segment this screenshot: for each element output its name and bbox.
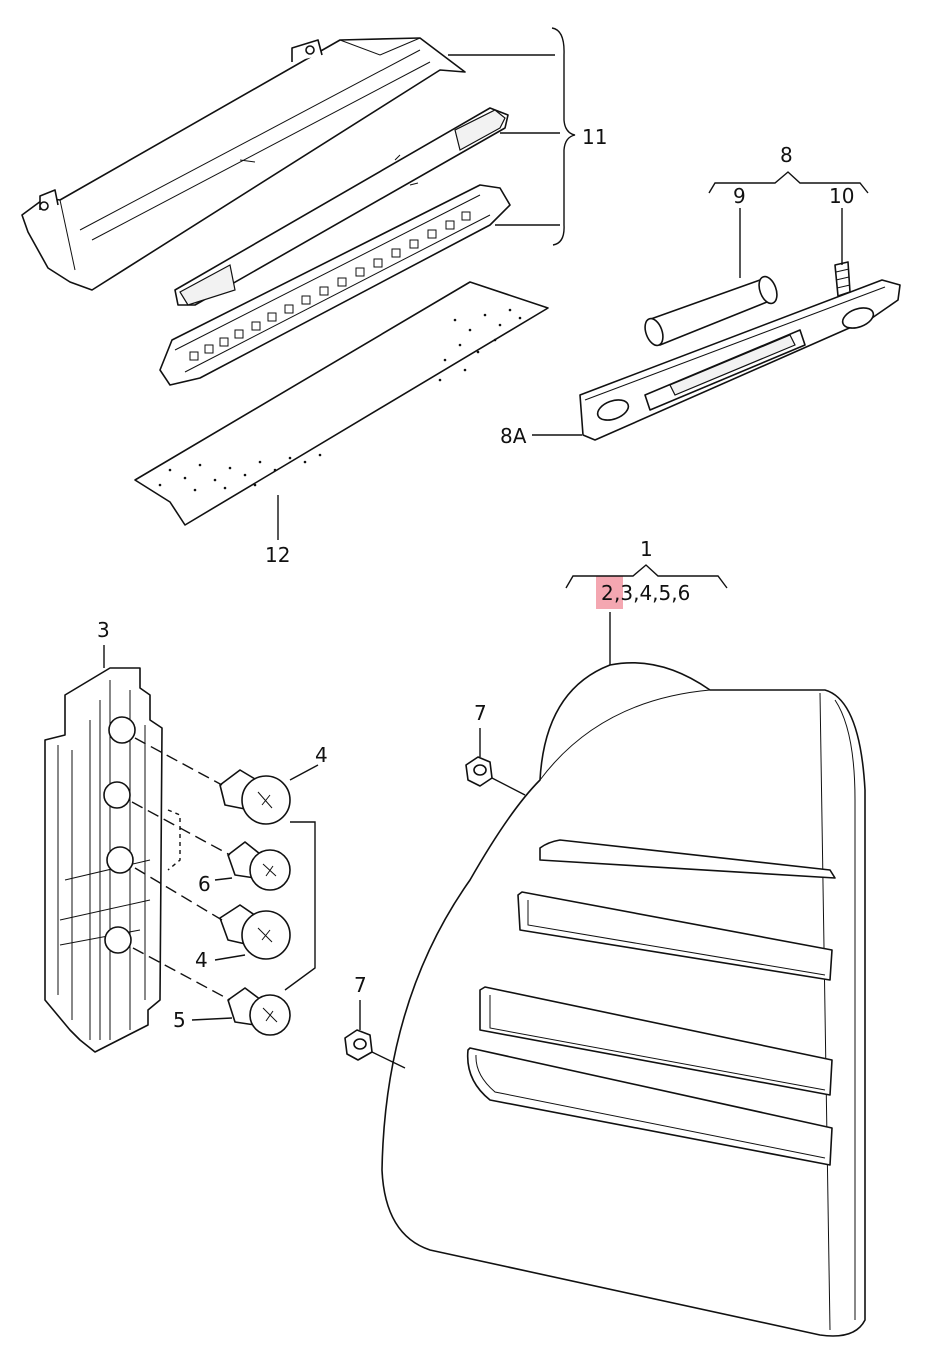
callout-8-bracket (708, 171, 869, 194)
brake-light-lens-part (174, 107, 509, 306)
tail-light-part (381, 662, 866, 1337)
seal-part (134, 281, 549, 526)
callout-4a-leader (289, 764, 319, 781)
callout-4b-leader (214, 954, 246, 961)
bulb-6-part (227, 841, 291, 891)
callout-11: 11 (582, 125, 607, 149)
nut-7-upper-part (465, 756, 493, 787)
brake-light-led-housing-part (159, 184, 511, 386)
callout-3: 3 (97, 618, 110, 642)
bulb-4-lower-part (219, 904, 291, 960)
license-plate-light-part (579, 279, 901, 441)
bulb-carrier-part (44, 667, 163, 1053)
callout-9: 9 (733, 184, 746, 208)
callout-4-upper: 4 (315, 743, 328, 767)
callout-3-4-5-6: ,3,4,5,6 (614, 581, 690, 605)
callout-11-bracket (448, 27, 576, 246)
callout-7-lower: 7 (354, 973, 367, 997)
bulb-5-part (227, 987, 291, 1036)
callout-5: 5 (173, 1008, 186, 1032)
callout-10: 10 (829, 184, 854, 208)
part-2-highlight (596, 576, 623, 609)
callout-7-upper: 7 (474, 701, 487, 725)
brake-light-cover-part (21, 37, 466, 291)
bulb-4-upper-part (219, 769, 291, 825)
callout-4-lower: 4 (195, 948, 208, 972)
callout-1: 1 (640, 537, 653, 561)
callout-1-bracket (565, 564, 728, 589)
bulb-9-part (644, 275, 778, 347)
callout-6-leader (214, 877, 233, 881)
callout-8: 8 (780, 143, 793, 167)
callout-7-lower-leader (359, 1000, 406, 1069)
screw-10-part (834, 261, 851, 297)
callout-5-leader (191, 1017, 233, 1021)
callout-8a: 8A (500, 424, 527, 448)
callout-6: 6 (198, 872, 211, 896)
nut-7-lower-part (344, 1029, 373, 1061)
callout-12: 12 (265, 543, 290, 567)
callout-7-upper-leader (479, 728, 526, 796)
bulb-dash-lines (131, 737, 316, 1001)
callout-2: 2 (601, 581, 614, 605)
